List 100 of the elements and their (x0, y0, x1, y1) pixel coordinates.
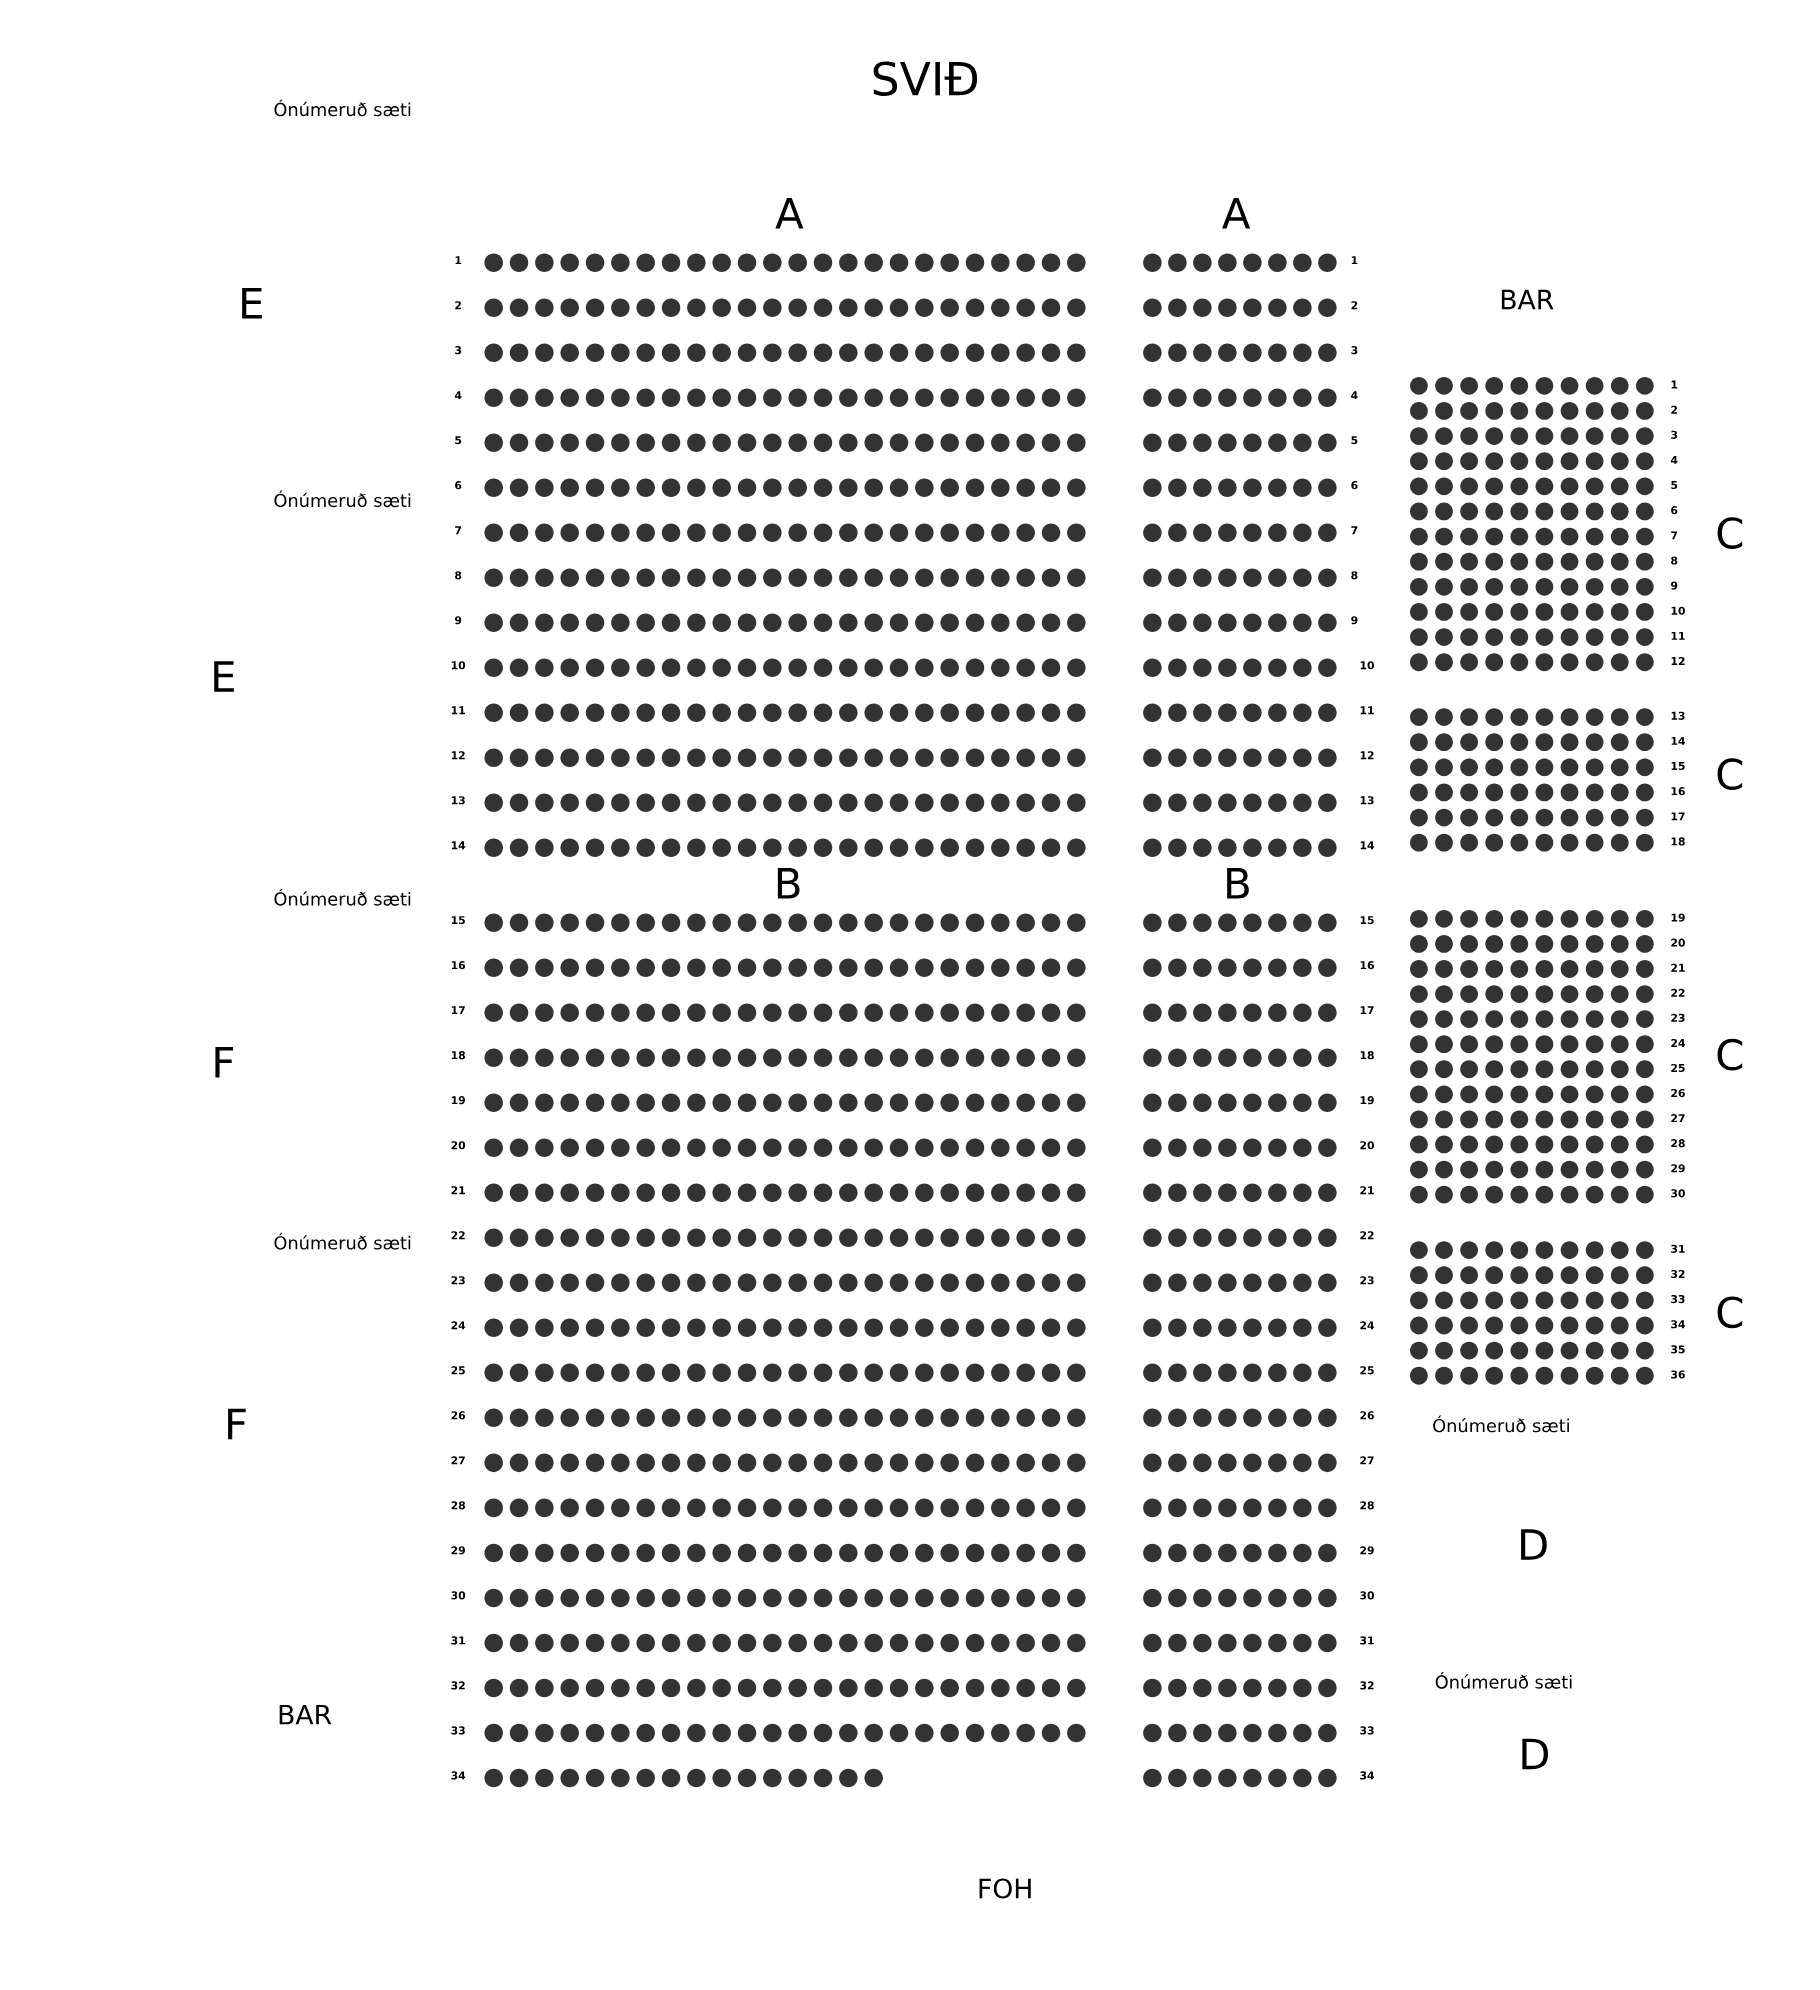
row-number: 9 (455, 616, 462, 625)
row-number: 34 (451, 1771, 466, 1780)
row-number: 18 (451, 1051, 466, 1060)
row-number: 16 (1671, 787, 1685, 796)
section-letter: A (1222, 197, 1251, 229)
row-number: 29 (1360, 1546, 1374, 1555)
area-label: FOH (979, 1878, 1031, 1899)
row-number: 30 (451, 1591, 466, 1600)
row-number: 7 (1351, 526, 1358, 535)
row-number: 8 (1671, 556, 1678, 565)
area-label: Ónúmeruð sæti (274, 888, 411, 906)
row-number: 2 (455, 301, 461, 310)
row-number: 28 (451, 1501, 466, 1510)
row-number: 6 (1351, 481, 1358, 490)
row-number: 17 (1360, 1006, 1374, 1015)
section-letter: B (777, 868, 800, 899)
row-number: 11 (1360, 706, 1374, 715)
section-letter: D (1521, 1529, 1547, 1560)
row-number: 27 (1360, 1456, 1374, 1465)
stage-label: SVIÐ (873, 61, 978, 96)
row-number: 26 (1360, 1411, 1374, 1420)
row-number: 27 (451, 1456, 465, 1465)
row-number: 28 (1671, 1139, 1685, 1148)
row-number: 12 (451, 751, 465, 760)
row-number: 26 (451, 1411, 466, 1420)
row-number: 22 (1360, 1231, 1374, 1240)
row-number: 30 (1360, 1591, 1375, 1600)
row-number: 1 (1671, 380, 1678, 389)
row-number: 2 (1351, 301, 1358, 310)
row-number: 31 (451, 1636, 465, 1645)
row-number: 20 (1671, 938, 1685, 947)
row-number: 21 (1360, 1186, 1374, 1195)
row-number: 22 (451, 1231, 465, 1240)
section-letter: C (1717, 517, 1743, 549)
row-number: 17 (451, 1006, 465, 1015)
row-number: 3 (1671, 430, 1678, 439)
row-number: 18 (1671, 837, 1685, 846)
row-number: 19 (1360, 1096, 1374, 1105)
row-number: 24 (451, 1321, 466, 1330)
row-number: 2 (1671, 405, 1678, 414)
row-number: 15 (1360, 916, 1374, 925)
row-number: 24 (1360, 1321, 1375, 1330)
area-label: Ónúmeruð sæti (1433, 1415, 1569, 1433)
row-number: 21 (451, 1186, 465, 1195)
row-number: 7 (455, 526, 462, 535)
section-letter: D (1522, 1738, 1549, 1770)
area-label: Ónúmeruð sæti (274, 99, 411, 117)
area-label: BAR (279, 1704, 332, 1725)
row-number: 14 (451, 841, 466, 850)
row-number: 13 (1671, 711, 1685, 720)
row-number: 14 (1671, 737, 1685, 745)
row-number: 27 (1671, 1114, 1685, 1123)
row-number: 18 (1360, 1051, 1374, 1060)
row-number: 30 (1671, 1189, 1685, 1198)
area-label: Ónúmeruð sæti (274, 1232, 411, 1250)
row-number: 31 (1671, 1244, 1685, 1253)
row-number: 34 (1671, 1320, 1685, 1329)
section-letter: B (1227, 868, 1249, 899)
row-number: 4 (1351, 391, 1358, 400)
row-number: 17 (1671, 812, 1685, 821)
row-number: 32 (451, 1681, 465, 1690)
row-number: 33 (1671, 1295, 1685, 1304)
row-number: 10 (1360, 661, 1375, 670)
row-number: 15 (451, 916, 465, 925)
row-number: 1 (1351, 256, 1358, 265)
area-label: Ónúmeruð sæti (274, 490, 411, 508)
row-number: 33 (1360, 1726, 1374, 1735)
row-number: 13 (451, 796, 465, 805)
row-number: 19 (451, 1096, 465, 1105)
row-number: 6 (455, 481, 462, 490)
row-number: 15 (1671, 762, 1685, 771)
row-number: 25 (451, 1366, 465, 1375)
row-number: 16 (1360, 961, 1374, 970)
section-letter: E (214, 661, 234, 692)
row-number: 21 (1671, 963, 1685, 972)
row-number: 34 (1360, 1771, 1375, 1780)
row-number: 11 (1671, 631, 1685, 640)
row-number: 25 (1671, 1063, 1685, 1073)
row-number: 13 (1360, 796, 1374, 805)
row-number: 36 (1671, 1370, 1685, 1379)
row-number: 8 (1351, 571, 1358, 580)
row-number: 10 (1671, 606, 1685, 615)
row-number: 20 (1360, 1141, 1375, 1150)
section-letter: F (215, 1047, 233, 1078)
row-number: 4 (1670, 456, 1678, 464)
row-number: 14 (1360, 841, 1375, 850)
row-number: 29 (1671, 1164, 1685, 1173)
section-letter: C (1717, 1038, 1743, 1071)
row-number: 1 (455, 256, 462, 265)
row-number: 32 (1671, 1269, 1685, 1279)
row-number: 28 (1360, 1501, 1374, 1510)
row-number: 24 (1671, 1038, 1685, 1047)
row-number: 8 (455, 571, 462, 580)
row-number: 11 (451, 706, 465, 715)
row-number: 16 (451, 961, 466, 970)
row-number: 3 (455, 346, 462, 355)
row-number: 10 (451, 661, 466, 670)
row-number: 29 (451, 1546, 465, 1555)
row-number: 31 (1360, 1636, 1374, 1645)
row-number: 5 (455, 436, 462, 445)
